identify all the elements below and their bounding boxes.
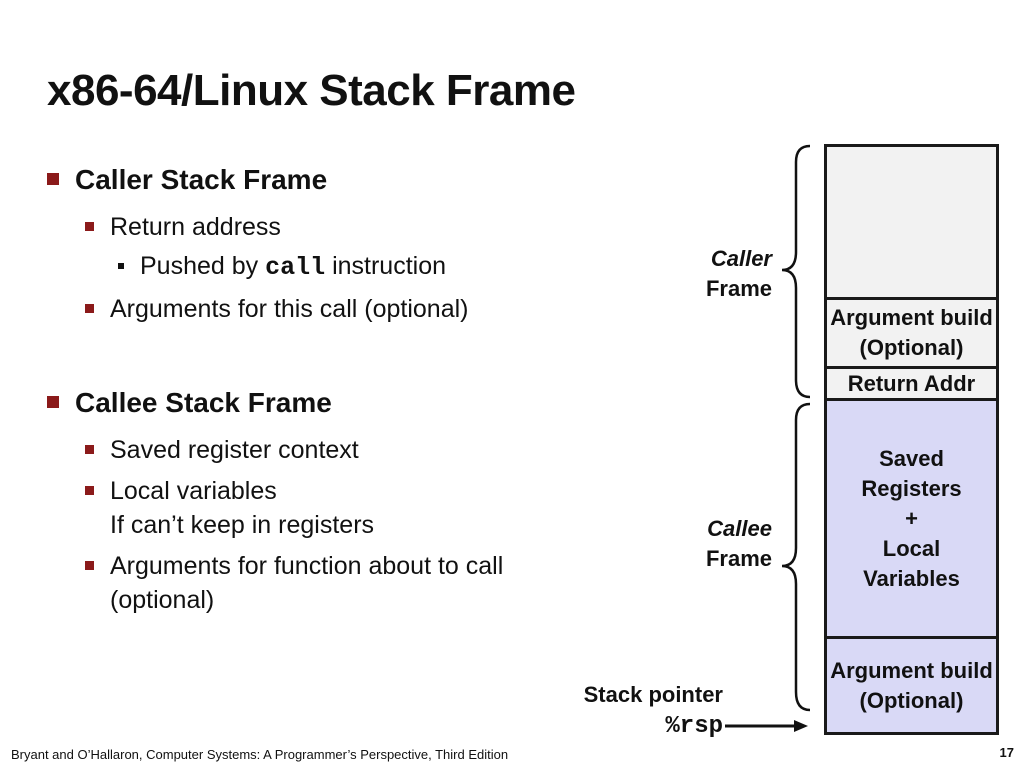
args-about-to-call-item: Arguments for function about to call (op… xyxy=(85,549,503,617)
square-bullet-icon xyxy=(47,396,59,408)
return-address-item: Return address xyxy=(85,210,281,244)
page-number: 17 xyxy=(999,745,1014,760)
call-code: call xyxy=(265,253,326,282)
arguments-item: Arguments for this call (optional) xyxy=(85,292,468,326)
stack-diagram: Argument build(Optional) Return Addr Sav… xyxy=(824,144,999,735)
saved-register-item: Saved register context xyxy=(85,433,359,467)
stack-cell-argument-build-caller: Argument build(Optional) xyxy=(824,297,999,369)
caller-heading: Caller Stack Frame xyxy=(47,164,327,196)
stack-pointer-label: Stack pointer %rsp xyxy=(583,682,723,740)
square-bullet-icon xyxy=(47,173,59,185)
square-bullet-icon xyxy=(85,486,94,495)
pushed-by-item: Pushed by call instruction xyxy=(118,252,446,282)
callee-heading: Callee Stack Frame xyxy=(47,387,332,419)
stack-cell-caller-upper xyxy=(824,144,999,300)
square-bullet-icon xyxy=(118,263,124,269)
square-bullet-icon xyxy=(85,445,94,454)
stack-pointer-arrowhead-icon xyxy=(794,720,808,732)
stack-cell-return-addr: Return Addr xyxy=(824,366,999,401)
square-bullet-icon xyxy=(85,304,94,313)
callee-frame-brace xyxy=(781,402,811,712)
callee-frame-label: Callee Frame xyxy=(705,516,772,571)
footer-citation: Bryant and O’Hallaron, Computer Systems:… xyxy=(11,747,509,762)
slide-title: x86-64/Linux Stack Frame xyxy=(47,66,576,115)
stack-cell-argument-build-callee: Argument build(Optional) xyxy=(824,636,999,735)
local-variables-item: Local variables If can’t keep in registe… xyxy=(85,474,374,542)
square-bullet-icon xyxy=(85,561,94,570)
rsp-register: %rsp xyxy=(665,713,723,740)
caller-frame-brace xyxy=(781,144,811,399)
caller-frame-label: Caller Frame xyxy=(705,246,772,301)
square-bullet-icon xyxy=(85,222,94,231)
